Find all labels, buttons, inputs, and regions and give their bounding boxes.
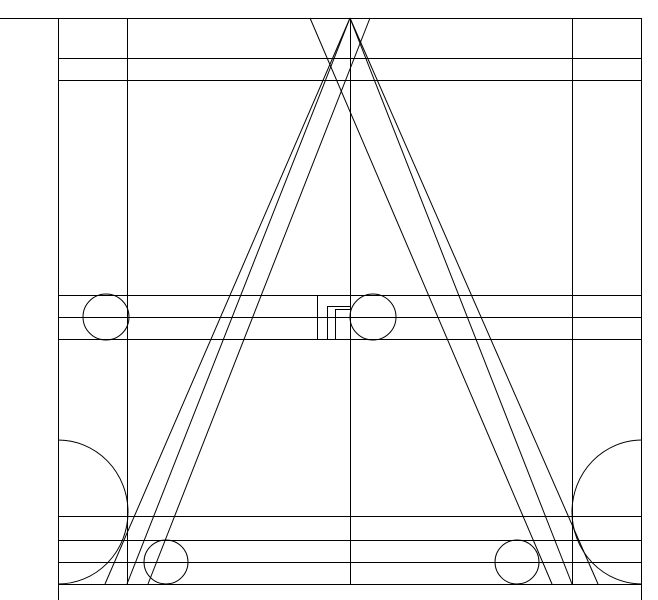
- corner-right-arc: [571, 439, 643, 585]
- right-stroke-inner: [349, 17, 573, 585]
- letter-strokes: [104, 17, 599, 585]
- right-stroke-offset: [309, 17, 553, 585]
- foot-left-circle: [143, 539, 189, 585]
- left-stroke-inner: [126, 17, 351, 585]
- foot-right-circle: [494, 539, 540, 585]
- corner-left-arc: [57, 439, 129, 585]
- vertical-guides: [127, 18, 573, 584]
- construction-circles: [57, 293, 643, 585]
- crossbar-right-circle: [349, 293, 397, 341]
- right-stroke-outer: [349, 17, 599, 585]
- crossbar-notch-detail: [58, 295, 351, 340]
- left-stroke-outer: [104, 17, 351, 585]
- left-stroke-offset: [147, 17, 371, 585]
- outer-frame: [0, 18, 642, 600]
